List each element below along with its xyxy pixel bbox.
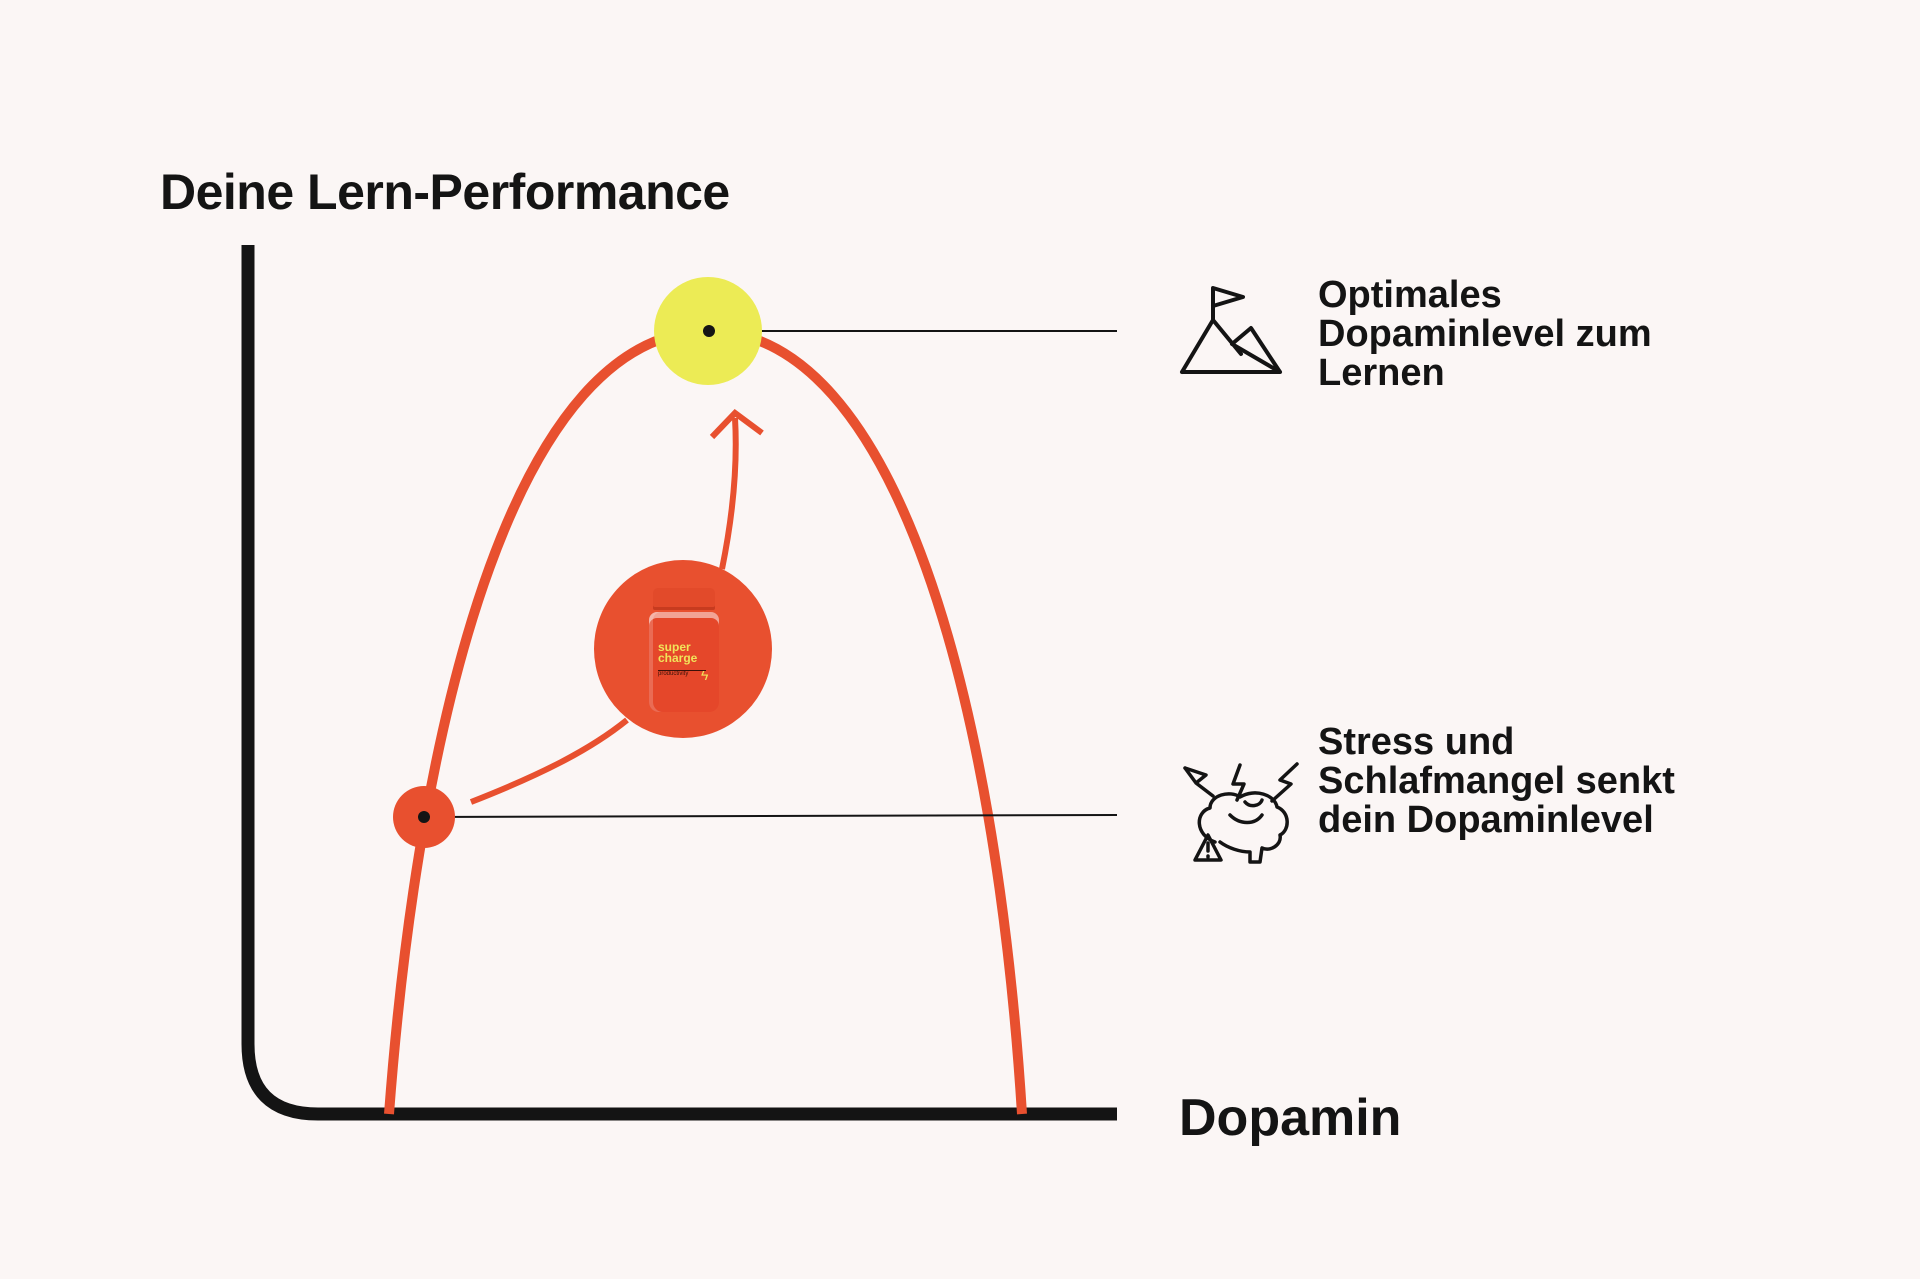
annotation-line: Stress und [1318, 721, 1515, 763]
y-axis-title: Deine Lern-Performance [160, 164, 730, 220]
product-name-line2: charge [658, 651, 698, 665]
y-x-axis [241, 245, 1117, 1121]
supplement-bottle-image: super charge ϟ productivity [649, 588, 719, 713]
mountain-flag-icon [1180, 286, 1282, 374]
boost-arrow-upper [719, 417, 739, 570]
product-variant: productivity [658, 670, 706, 677]
annotation-line: Optimales [1318, 274, 1502, 316]
low-level-leader-line [423, 814, 1118, 818]
lightning-icon: ϟ [701, 667, 709, 683]
product-name-line1: super [658, 640, 691, 654]
annotation-line: Lernen [1318, 352, 1445, 394]
annotation-line: Schlafmangel senkt [1318, 760, 1675, 802]
stressed-brain-warning-icon [1183, 762, 1299, 864]
annotation-line: dein Dopaminlevel [1318, 799, 1654, 841]
boost-arrow-lower [469, 717, 629, 805]
bottle-jar: super charge ϟ productivity [649, 612, 719, 712]
low-level-dot [418, 811, 430, 823]
arrow-head [709, 409, 764, 440]
annotation-line: Dopaminlevel zum [1318, 313, 1652, 355]
bottle-cap [653, 588, 715, 610]
stress-annotation: Stress und Schlafmangel senkt dein Dopam… [1318, 723, 1838, 840]
x-axis-label: Dopamin [1179, 1089, 1402, 1147]
optimal-level-annotation: Optimales Dopaminlevel zum Lernen [1318, 276, 1838, 393]
optimum-dot [703, 325, 715, 337]
